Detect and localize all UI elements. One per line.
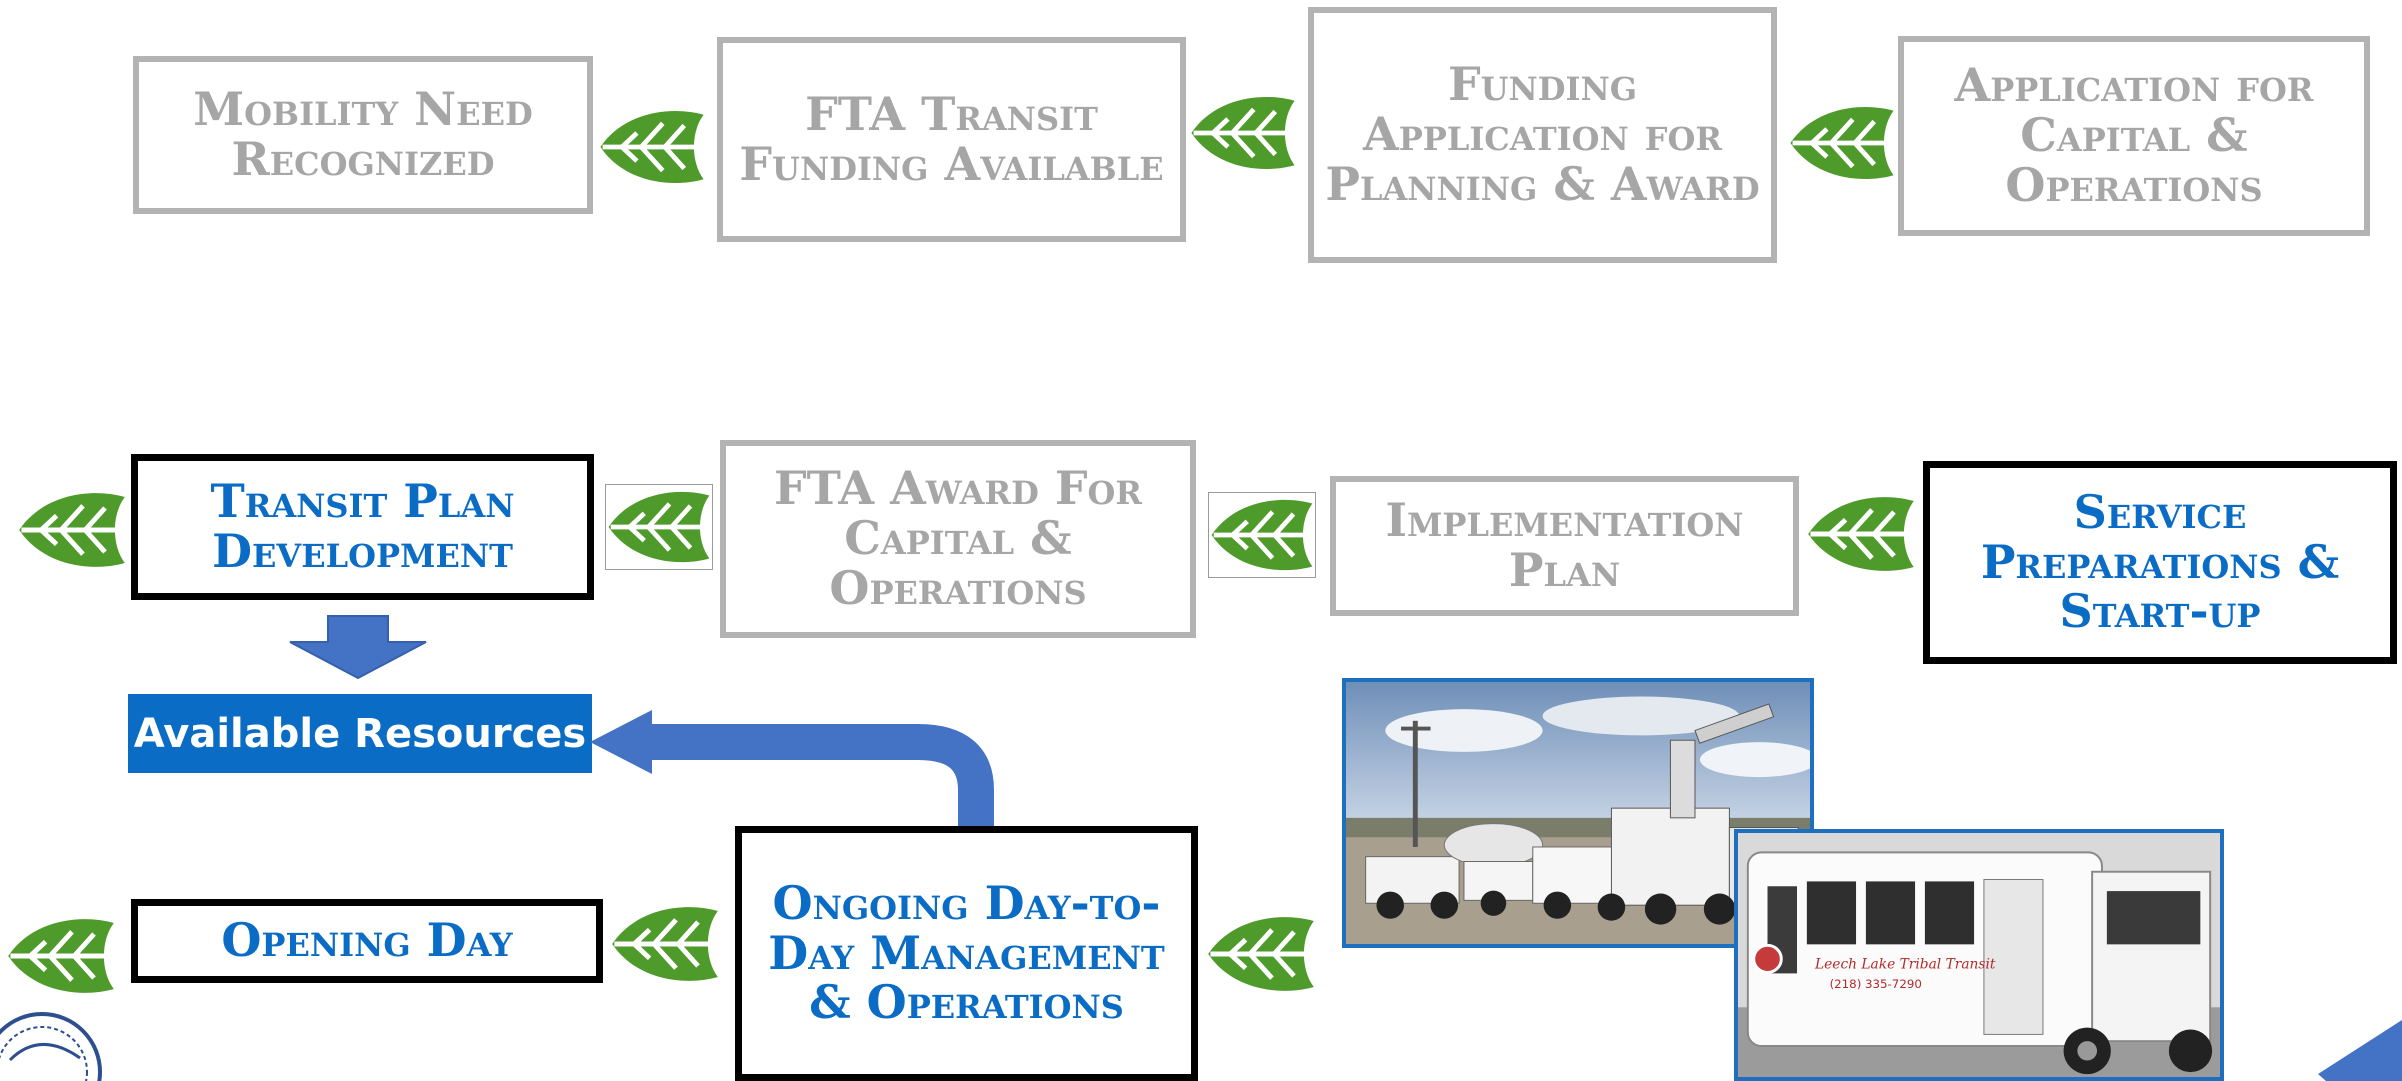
available-resources-label: Available Resources — [133, 710, 587, 757]
step-service-preparations: Service Preparations & Start-up — [1923, 461, 2397, 664]
step-application-capital: Application for Capital & Operations — [1898, 36, 2370, 236]
step-label: Mobility Need Recognized — [193, 82, 533, 186]
step-label: Transit Plan Development — [210, 474, 515, 578]
step-label: FTA Transit Funding Available — [739, 86, 1164, 191]
step-label: FTA Award For Capital & Operations — [774, 461, 1142, 615]
leaf-arrow-icon — [6, 912, 116, 1000]
arrow-down-icon — [289, 615, 427, 680]
step-transit-plan: Transit Plan Development — [131, 454, 594, 600]
step-ongoing-management: Ongoing Day-to-Day Management & Operatio… — [735, 826, 1198, 1081]
transit-bus-photo: Leech Lake Tribal Transit (218) 335-7290 — [1734, 829, 2224, 1081]
step-funding-application: Funding Application for Planning & Award — [1308, 7, 1777, 263]
leaf-arrow-icon — [1806, 490, 1916, 578]
step-opening-day: Opening Day — [131, 899, 603, 983]
step-label: Ongoing Day-to-Day Management & Operatio… — [768, 875, 1165, 1030]
step-implementation-plan: Implementation Plan — [1330, 476, 1799, 616]
step-label: Application for Capital & Operations — [1954, 58, 2314, 212]
leaf-arrow-icon — [1788, 100, 1896, 186]
fleet-trucks-photo — [1342, 678, 1814, 948]
leaf-arrow-icon — [1208, 492, 1316, 578]
leaf-arrow-icon — [1206, 910, 1316, 998]
leaf-arrow-icon — [1189, 90, 1297, 176]
step-label: Implementation Plan — [1385, 493, 1744, 597]
leaf-arrow-icon — [605, 484, 713, 570]
step-mobility-need: Mobility Need Recognized — [133, 56, 593, 214]
seal-logo-fragment — [0, 1012, 102, 1081]
bus-text: Leech Lake Tribal Transit — [1814, 957, 1996, 973]
leaf-arrow-icon — [16, 486, 128, 574]
step-label: Funding Application for Planning & Award — [1325, 57, 1760, 211]
step-fta-award: FTA Award For Capital & Operations — [720, 440, 1196, 638]
leaf-arrow-icon — [598, 104, 706, 190]
leaf-arrow-icon — [610, 900, 720, 988]
step-label: Opening Day — [221, 913, 513, 968]
step-fta-funding: FTA Transit Funding Available — [717, 37, 1186, 242]
bus-phone: (218) 335-7290 — [1830, 977, 1922, 991]
available-resources-box: Available Resources — [128, 694, 592, 773]
nav-arrow-icon — [2318, 1020, 2402, 1081]
loop-arrow-icon — [590, 710, 994, 830]
step-label: Service Preparations & Start-up — [1980, 484, 2340, 639]
